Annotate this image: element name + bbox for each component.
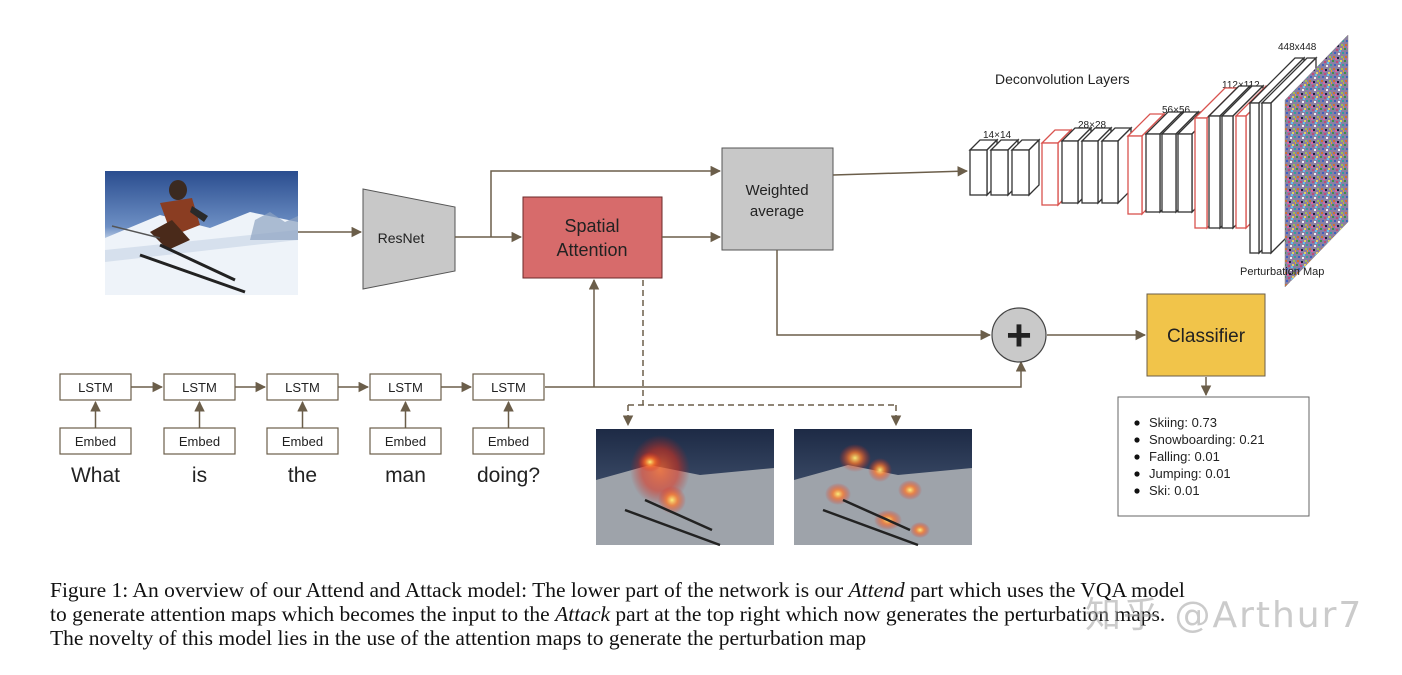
- bullet: [1134, 471, 1140, 477]
- lstm-chain: LSTMEmbedWhatLSTMEmbedisLSTMEmbedtheLSTM…: [59, 373, 545, 487]
- resnet-label: ResNet: [378, 230, 425, 246]
- prediction-text: Snowboarding: 0.21: [1149, 432, 1265, 447]
- lstm-unit-3: LSTM Embed the: [266, 373, 370, 487]
- prediction-text: Skiing: 0.73: [1149, 415, 1217, 430]
- question-word-4: man: [385, 464, 426, 487]
- classifier-block: Classifier: [1146, 293, 1266, 377]
- classifier-label: Classifier: [1167, 326, 1246, 347]
- deconv-size-14: 14×14: [983, 130, 1012, 141]
- prediction-item: Jumping: 0.01: [1134, 466, 1231, 481]
- input-image: [105, 171, 298, 295]
- spatial-attention-label-line1: Spatial: [564, 216, 619, 236]
- attention-map-2: [794, 429, 972, 547]
- plus-symbol: +: [1006, 311, 1032, 360]
- lstm-label: LSTM: [285, 380, 320, 395]
- lstm-label: LSTM: [182, 380, 217, 395]
- deconv-size-28: 28×28: [1078, 120, 1107, 131]
- caption-line-1-a: Figure 1: An overview of our Attend and …: [50, 578, 849, 602]
- attention-map-arrows: [622, 280, 902, 427]
- embed-label: Embed: [385, 434, 426, 449]
- perturbation-map: [1284, 34, 1349, 288]
- lstm-label: LSTM: [491, 380, 526, 395]
- bullet: [1134, 420, 1140, 426]
- watermark: 知乎 @Arthur7: [1085, 595, 1364, 636]
- lstm-box: [472, 373, 545, 401]
- weighted-average-block: Weighted average: [721, 147, 834, 251]
- caption-line-2-a: to generate attention maps which becomes…: [50, 602, 556, 626]
- lstm-label: LSTM: [388, 380, 423, 395]
- figure-diagram: ResNet Spatial Attention Weighted averag…: [59, 34, 1349, 547]
- caption-line-3: The novelty of this model lies in the us…: [50, 626, 867, 650]
- lstm-unit-5: LSTM Embed doing?: [472, 373, 545, 487]
- question-word-2: is: [192, 464, 207, 487]
- spatial-attention-block: Spatial Attention: [522, 196, 663, 279]
- prediction-item: Skiing: 0.73: [1134, 415, 1217, 430]
- lstm-box: [163, 373, 236, 401]
- prediction-text: Falling: 0.01: [1149, 449, 1220, 464]
- weighted-average-label-line2: average: [750, 203, 804, 220]
- figure-caption: Figure 1: An overview of our Attend and …: [50, 578, 1370, 650]
- caption-line-1-b: part which uses the VQA model: [904, 578, 1185, 602]
- deconvolution-layers: Deconvolution Layers 14×14 28×28 56×56 1…: [968, 34, 1349, 288]
- bullet: [1134, 437, 1140, 443]
- embed-box: [59, 427, 132, 455]
- embed-label: Embed: [179, 434, 220, 449]
- weighted-average-label-line1: Weighted: [745, 182, 808, 199]
- lstm-unit-2: LSTM Embed is: [163, 373, 267, 487]
- deconv-slab: [1100, 126, 1133, 205]
- question-word-1: What: [71, 464, 120, 487]
- resnet-block: ResNet: [362, 188, 456, 290]
- top-arrows: [298, 165, 1212, 397]
- perturbation-map-label: Perturbation Map: [1240, 266, 1324, 278]
- attention-map-1: [596, 429, 774, 547]
- question-word-5: doing?: [477, 464, 540, 487]
- embed-box: [472, 427, 545, 455]
- prediction-item: Ski: 0.01: [1134, 483, 1200, 498]
- deconv-title: Deconvolution Layers: [995, 71, 1130, 87]
- embed-label: Embed: [282, 434, 323, 449]
- question-word-3: the: [288, 464, 317, 487]
- deconv-slab: [1010, 138, 1041, 197]
- caption-line-2: to generate attention maps which becomes…: [50, 602, 1370, 626]
- spatial-attention-label-line2: Attention: [556, 240, 627, 260]
- deconv-size-448: 448x448: [1278, 42, 1317, 53]
- caption-attack: Attack: [555, 602, 611, 626]
- bullet: [1134, 454, 1140, 460]
- embed-label: Embed: [488, 434, 529, 449]
- caption-line-1: Figure 1: An overview of our Attend and …: [50, 578, 1370, 602]
- prediction-item: Falling: 0.01: [1134, 449, 1220, 464]
- sum-node: +: [991, 307, 1047, 363]
- prediction-text: Jumping: 0.01: [1149, 466, 1231, 481]
- deconv-size-56: 56×56: [1162, 105, 1191, 116]
- lstm-label: LSTM: [78, 380, 113, 395]
- embed-label: Embed: [75, 434, 116, 449]
- caption-attend: Attend: [848, 578, 905, 602]
- caption-line-2-b: part at the top right which now generate…: [610, 602, 1166, 626]
- lstm-box: [369, 373, 442, 401]
- embed-box: [369, 427, 442, 455]
- prediction-text: Ski: 0.01: [1149, 483, 1200, 498]
- lstm-unit-4: LSTM Embed man: [369, 373, 473, 487]
- deconv-stack: [968, 56, 1318, 255]
- bullet: [1134, 488, 1140, 494]
- prediction-item: Snowboarding: 0.21: [1134, 432, 1265, 447]
